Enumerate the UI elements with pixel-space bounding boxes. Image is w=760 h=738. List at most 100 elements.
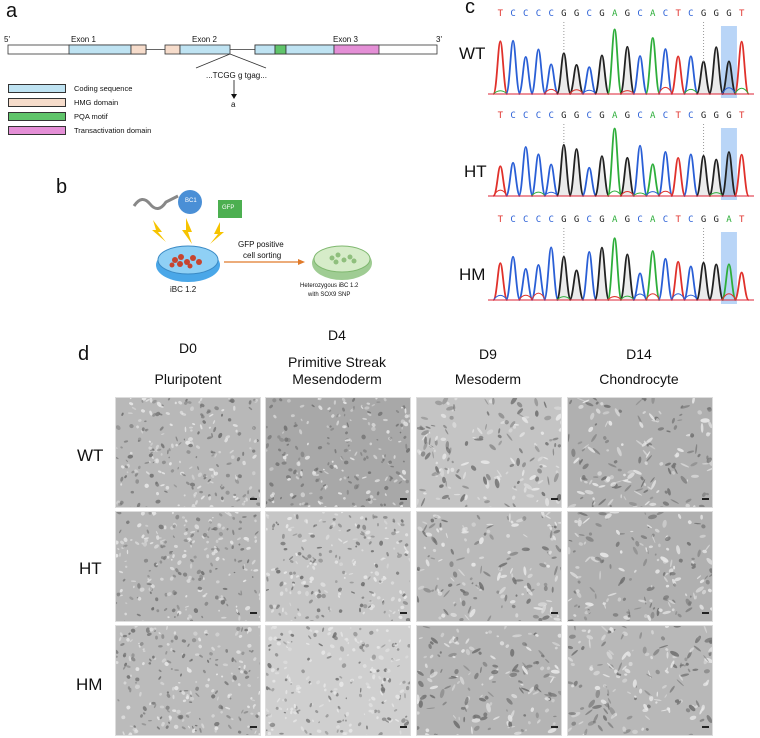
base-call: C — [663, 111, 668, 121]
base-call: C — [688, 215, 693, 225]
trace-peak — [619, 45, 636, 95]
trace-peak — [708, 158, 725, 197]
trace-peak — [492, 262, 509, 301]
trace-background — [645, 293, 661, 301]
trace-peak — [555, 255, 572, 301]
base-call: T — [675, 215, 681, 225]
trace-background — [492, 294, 508, 301]
trace-peak — [644, 37, 661, 95]
base-call: T — [498, 215, 504, 225]
trace-peak — [619, 156, 636, 197]
base-call: C — [510, 111, 515, 121]
trace-peak — [594, 54, 610, 95]
base-call: C — [510, 9, 515, 19]
trace-peak — [657, 151, 674, 197]
base-call: T — [739, 215, 745, 225]
base-call: C — [587, 215, 592, 225]
trace-background — [619, 191, 635, 197]
trace-peak — [708, 263, 725, 301]
trace-peak — [721, 263, 737, 301]
exon-2-hmg — [164, 44, 181, 55]
trace-background — [531, 292, 546, 301]
day-label-d14: D14 — [626, 346, 652, 362]
trace-peak — [517, 145, 534, 197]
trace-background — [556, 296, 572, 301]
base-call: A — [650, 215, 656, 225]
trace-background — [531, 191, 546, 197]
dish-right-label-2: with SOX9 SNP — [308, 292, 351, 298]
sort-label-2: cell sorting — [243, 251, 282, 260]
base-call: T — [498, 9, 504, 19]
base-call: G — [561, 111, 566, 121]
base-call: C — [548, 215, 553, 225]
trace-background — [658, 86, 673, 95]
trace-background — [619, 295, 635, 301]
exon-1-coding — [68, 44, 132, 55]
base-call: G — [561, 9, 566, 19]
base-call: C — [663, 9, 668, 19]
trace-peak — [517, 267, 534, 301]
trace-peak — [632, 144, 648, 197]
legend-label-hmg: HMG domain — [74, 97, 119, 107]
trace-peak — [657, 257, 674, 301]
base-call: G — [574, 9, 579, 19]
lightning-icon — [182, 218, 192, 244]
base-call: C — [637, 215, 642, 225]
trace-peak — [555, 143, 572, 197]
trace-peak — [517, 56, 534, 95]
base-call: G — [701, 215, 706, 225]
trace-peak — [568, 269, 585, 301]
micrograph-ht-d4 — [265, 511, 411, 622]
exon-2-coding — [179, 44, 231, 55]
grna-icon — [132, 194, 179, 210]
base-call: A — [726, 215, 732, 225]
base-call: C — [548, 111, 553, 121]
trace-background — [734, 87, 750, 95]
trace-peak — [594, 246, 610, 301]
transactivation-box — [333, 44, 380, 55]
trace-peak — [530, 264, 547, 301]
day-label-d9: D9 — [479, 346, 497, 362]
base-call: C — [587, 9, 592, 19]
base-call: A — [612, 9, 618, 19]
micrograph-ht-d14 — [567, 511, 713, 622]
trace-peak — [644, 250, 661, 301]
bc1-circle — [178, 190, 202, 214]
base-call: C — [523, 215, 528, 225]
trace-peak — [492, 165, 509, 197]
trace-background — [645, 191, 661, 197]
exon-1-label: Exon 1 — [71, 35, 96, 44]
gene-structure-diagram — [7, 44, 438, 99]
trace-background — [721, 87, 737, 95]
trace-peak — [721, 151, 737, 197]
trace-background — [543, 88, 559, 95]
legend-swatch-coding — [8, 84, 66, 93]
exon-2-label: Exon 2 — [192, 35, 217, 44]
base-call: C — [536, 111, 541, 121]
micrograph-wt-d9 — [416, 397, 562, 508]
exon-1-hmg — [130, 44, 147, 55]
trace-peak — [505, 161, 521, 197]
trace-peak — [543, 163, 560, 197]
trace-background — [581, 89, 597, 95]
trace-background — [670, 293, 686, 301]
chromatogram-ht-label: HT — [464, 162, 487, 181]
base-call: C — [637, 9, 642, 19]
base-call: A — [612, 111, 618, 121]
base-call: C — [587, 111, 592, 121]
pqa-motif-box — [274, 44, 287, 55]
three-prime-label: 3' — [436, 35, 442, 44]
dish-left-label: iBC 1.2 — [170, 285, 197, 294]
trace-peak — [606, 127, 623, 197]
trace-peak — [530, 48, 547, 95]
base-call: C — [637, 111, 642, 121]
bc1-label: BC1 — [185, 198, 197, 204]
base-call: G — [714, 111, 719, 121]
base-call: G — [599, 215, 604, 225]
trace-background — [607, 296, 622, 301]
stage-label-pluripotent: Pluripotent — [154, 371, 222, 387]
trace-background — [493, 90, 508, 95]
micrograph-hm-d14 — [567, 625, 713, 736]
panel-d-letter: d — [78, 343, 90, 365]
